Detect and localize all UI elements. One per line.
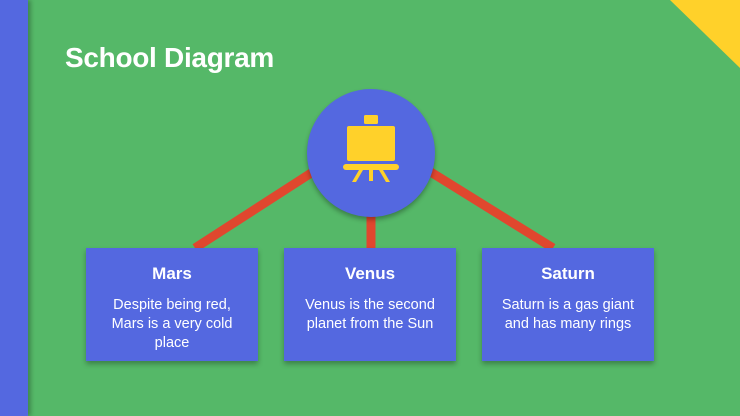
card-saturn: Saturn Saturn is a gas giant and has man… — [482, 248, 654, 361]
card-mars: Mars Despite being red, Mars is a very c… — [86, 248, 258, 361]
left-accent-bar — [0, 0, 28, 416]
card-venus: Venus Venus is the second planet from th… — [284, 248, 456, 361]
card-body: Saturn is a gas giant and has many rings — [501, 297, 635, 332]
card-title: Venus — [344, 264, 396, 283]
card-title: Saturn — [541, 264, 595, 283]
connector-right — [418, 162, 556, 252]
card-title: Mars — [152, 264, 192, 283]
connector-left — [192, 162, 325, 252]
slide-title: School Diagram — [65, 42, 274, 73]
hub-circle — [307, 89, 435, 217]
card-body: Venus is the second planet from the Sun — [305, 297, 435, 332]
easel-icon — [343, 115, 399, 182]
card-body: Despite being red, Mars is a very cold p… — [111, 297, 233, 351]
